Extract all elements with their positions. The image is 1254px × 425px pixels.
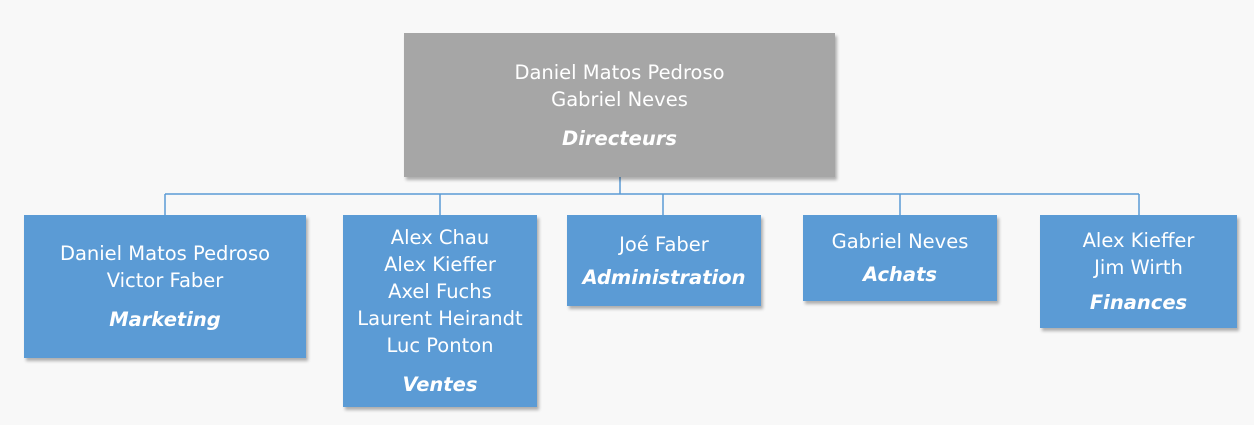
node-directeurs: Daniel Matos Pedroso Gabriel Neves Direc… (404, 33, 835, 177)
node-title: Finances (1089, 291, 1188, 314)
node-achats: Gabriel Neves Achats (803, 215, 997, 301)
node-member: Luc Ponton (386, 334, 494, 357)
node-finances: Alex Kieffer Jim Wirth Finances (1040, 215, 1237, 328)
node-member: Laurent Heirandt (357, 307, 523, 330)
node-title: Achats (862, 263, 938, 286)
node-title: Directeurs (562, 126, 677, 150)
node-member: Alex Kieffer (384, 253, 496, 276)
node-member: Daniel Matos Pedroso (59, 242, 271, 265)
node-member: Daniel Matos Pedroso (514, 60, 725, 84)
node-member: Jim Wirth (1094, 256, 1183, 279)
node-member: Gabriel Neves (551, 87, 688, 111)
node-member: Alex Chau (390, 226, 490, 249)
node-member: Axel Fuchs (388, 280, 492, 303)
node-ventes: Alex Chau Alex Kieffer Axel Fuchs Lauren… (343, 215, 537, 407)
node-member: Gabriel Neves (831, 230, 969, 253)
node-administration: Joé Faber Administration (567, 215, 761, 306)
node-member: Victor Faber (106, 269, 224, 292)
node-member: Alex Kieffer (1082, 229, 1195, 252)
node-title: Administration (582, 265, 746, 289)
node-title: Ventes (402, 373, 478, 396)
node-title: Marketing (109, 308, 221, 331)
node-member: Joé Faber (619, 232, 709, 256)
node-marketing: Daniel Matos Pedroso Victor Faber Market… (24, 215, 306, 358)
